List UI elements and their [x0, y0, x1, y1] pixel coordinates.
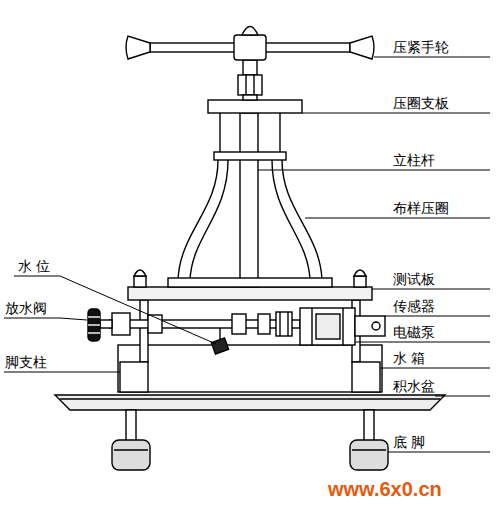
drain-valve [88, 316, 100, 317]
sample-clamp-ring [214, 152, 286, 160]
column-rod [240, 113, 258, 287]
water-tank [118, 345, 382, 392]
leader-line [380, 368, 490, 369]
support-leg [120, 362, 148, 392]
support-leg [140, 300, 148, 362]
column-rod [240, 113, 258, 287]
leader-line [374, 57, 490, 58]
drain-valve [100, 320, 112, 328]
solenoid-pump [300, 308, 355, 345]
part-label: 水 位 [18, 258, 50, 274]
handwheel [126, 36, 150, 59]
sensor [372, 322, 380, 330]
sensor [355, 316, 385, 336]
handwheel [242, 27, 258, 36]
leader-line [388, 452, 490, 453]
part-label: 积水盆 [393, 378, 435, 394]
part-label: 水 箱 [393, 350, 425, 366]
part-label: 布样压圈 [393, 200, 449, 216]
part-label: 传感器 [393, 298, 435, 314]
water-level-indicator [211, 338, 228, 354]
apparatus-drawing [55, 27, 445, 471]
spindle [245, 75, 246, 95]
part-label: 脚支柱 [5, 354, 47, 370]
spindle [238, 60, 262, 100]
drip-tray [60, 398, 440, 399]
clamp-support-plate [208, 100, 302, 113]
solenoid-pump [311, 308, 312, 345]
part-label: 放水阀 [5, 300, 47, 316]
test-plate [354, 276, 366, 287]
water-tank [118, 345, 382, 392]
water-level-indicator [219, 328, 220, 340]
handwheel [350, 36, 374, 59]
solenoid-pump [300, 308, 355, 345]
drain-valve [88, 332, 100, 333]
sample-clamp-ring [190, 160, 228, 280]
test-plate [134, 276, 146, 287]
leader-line [4, 372, 120, 373]
pipe-fitting [287, 312, 288, 336]
part-label: 底 脚 [393, 434, 425, 450]
base-foot [112, 440, 150, 470]
handwheel [234, 35, 266, 60]
test-plate [134, 270, 146, 276]
part-label: 测试板 [393, 271, 435, 287]
sample-clamp-ring [279, 113, 280, 152]
base-foot [126, 410, 136, 442]
spindle [243, 95, 257, 100]
pipe-fitting [276, 312, 292, 336]
leader-line [355, 342, 490, 343]
drip-tray [55, 395, 445, 410]
pipe-fitting [232, 314, 246, 334]
base-foot [112, 410, 388, 470]
test-plate [128, 287, 372, 300]
support-leg [352, 362, 380, 392]
solenoid-pump [316, 314, 340, 339]
part-label: 压紧手轮 [393, 39, 449, 55]
part-label: 立柱杆 [393, 152, 435, 168]
drain-valve [110, 320, 300, 328]
leader-line [385, 316, 490, 317]
sample-clamp-ring [168, 113, 332, 287]
sample-clamp-ring [272, 160, 310, 280]
leader-line [302, 113, 490, 114]
pipe-fitting [279, 312, 280, 336]
drip-tray [55, 395, 445, 410]
drain-valve [112, 313, 130, 335]
handwheel [126, 27, 374, 61]
leader-line [435, 396, 490, 397]
leader-line [4, 57, 490, 452]
pipe-fitting [258, 314, 270, 334]
water-level-indicator [211, 328, 228, 354]
leader-line [372, 289, 490, 290]
drain-valve [88, 324, 100, 325]
spindle [253, 75, 254, 95]
part-label: 压圈支板 [393, 95, 449, 111]
drain-valve [88, 309, 300, 341]
watermark: www.6x0.cn [328, 478, 442, 500]
leader-line [305, 218, 490, 219]
spindle [243, 60, 257, 75]
base-foot [350, 440, 388, 470]
support-leg [120, 300, 380, 392]
solenoid-pump [342, 308, 343, 345]
test-plate [354, 270, 366, 276]
drain-valve [88, 309, 100, 341]
sample-clamp-ring [168, 278, 332, 287]
sensor [355, 316, 385, 336]
spindle [238, 75, 262, 95]
base-foot [114, 449, 148, 450]
base-foot [364, 410, 374, 442]
part-label: 电磁泵 [393, 324, 435, 340]
leader-line [4, 318, 87, 320]
base-foot [352, 449, 386, 450]
sample-clamp-ring [219, 113, 220, 152]
clamp-support-plate [208, 100, 302, 113]
leader-line [258, 170, 490, 171]
